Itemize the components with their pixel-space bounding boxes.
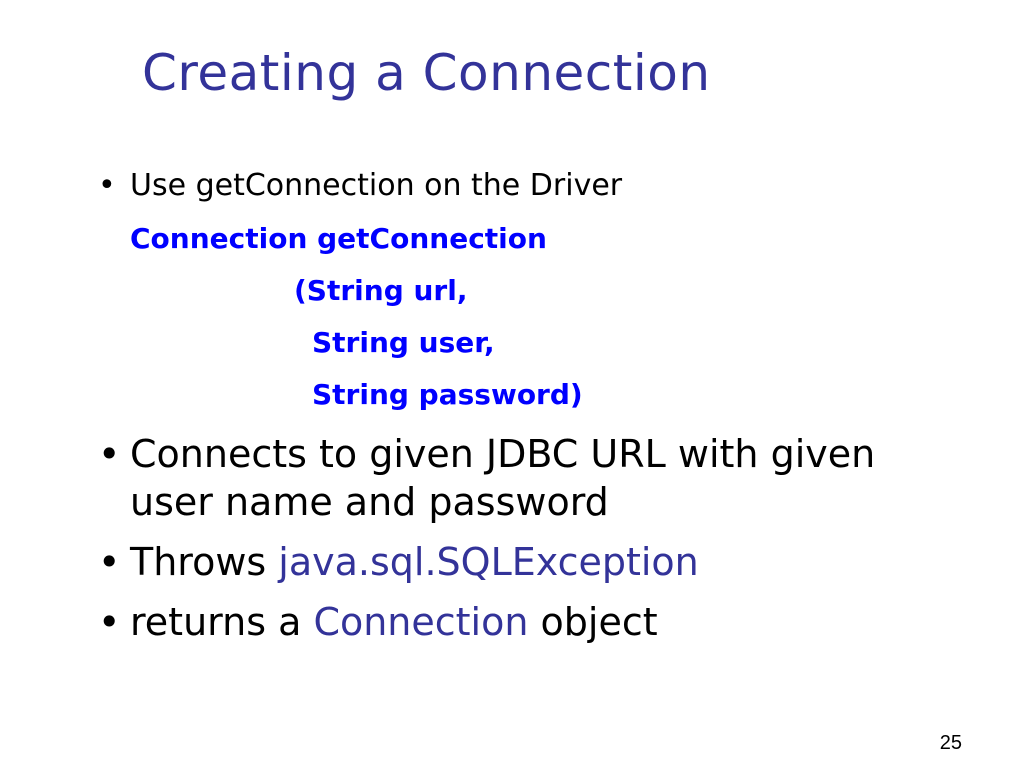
bullet-text: Throws java.sql.SQLException (130, 540, 699, 584)
code-line: String user, (312, 326, 495, 359)
bullet-text-line: Connects to given JDBC URL with given (130, 432, 876, 476)
page-number: 25 (939, 732, 962, 754)
exception-class-highlight: java.sql.SQLException (278, 540, 699, 584)
bullet-marker: • (98, 168, 116, 203)
code-line: Connection getConnection (130, 222, 547, 255)
code-line: (String url, (294, 274, 468, 307)
bullet-text-line: user name and password (130, 480, 609, 524)
bullet-prefix: Throws (130, 540, 279, 584)
bullet-text: returns a Connection object (130, 600, 658, 644)
bullet-marker: • (98, 540, 121, 584)
bullet-marker: • (98, 600, 121, 644)
code-line: String password) (312, 378, 583, 411)
bullet-text: Use getConnection on the Driver (130, 168, 623, 203)
connection-class-highlight: Connection (313, 600, 529, 644)
slide-title: Creating a Connection (142, 44, 711, 102)
bullet-suffix: object (528, 600, 658, 644)
bullet-marker: • (98, 432, 121, 476)
bullet-prefix: returns a (130, 600, 314, 644)
